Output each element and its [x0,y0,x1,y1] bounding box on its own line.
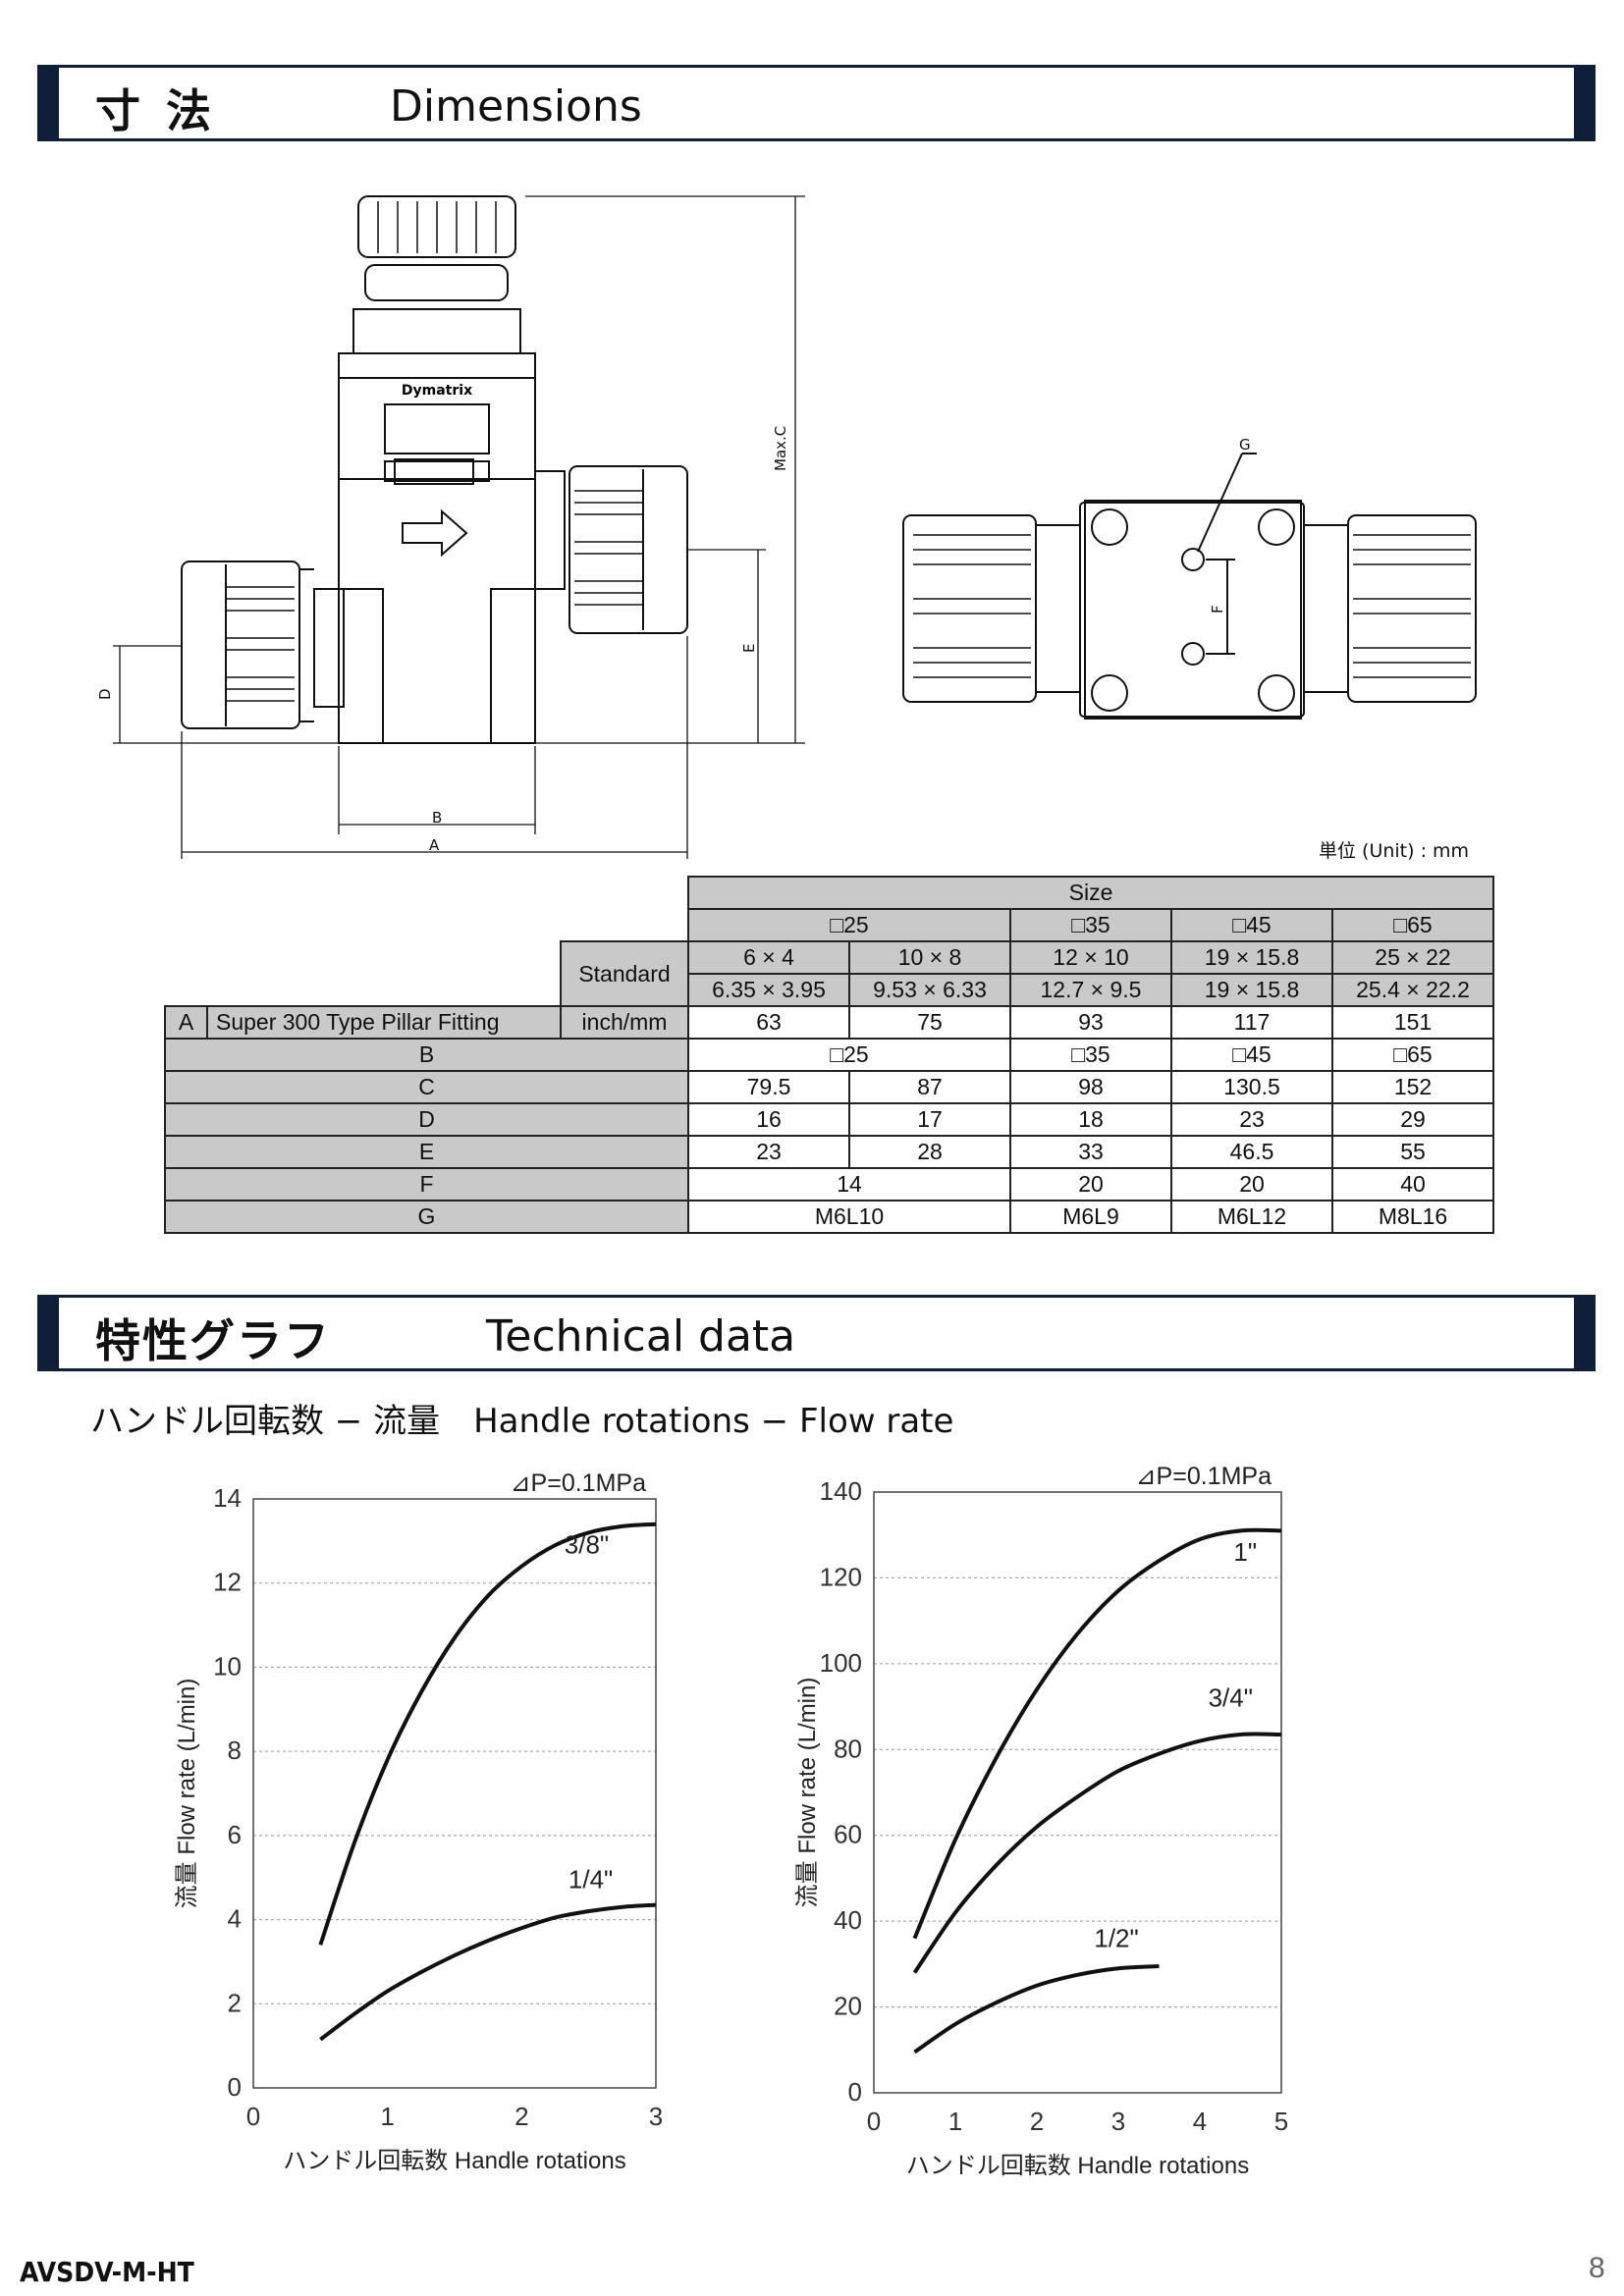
size-header: Size [687,876,1494,910]
section-header-technical: 特性グラフ Technical data [37,1295,1596,1371]
y-tick-label: 6 [228,1820,242,1849]
dim-label-b: B [432,809,442,827]
pressure-note: ⊿P=0.1MPa [511,1469,646,1497]
table-row: A Super 300 Type Pillar Fitting inch/mm … [164,1005,1494,1040]
y-tick-label: 10 [213,1651,242,1681]
body-cap [338,352,536,379]
series-line [912,1527,1282,1940]
x-tick-label: 4 [1193,2107,1207,2136]
table-row: Standard 6 × 4 10 × 8 12 × 10 19 × 15.8 … [165,940,1494,1007]
handle-knob [357,195,516,258]
y-axis-label: 流量 Flow rate (L/min) [174,1679,200,1909]
table-row: G M6L10 M6L9 M6L12 M8L16 [164,1200,1494,1234]
flow-arrow-icon [402,508,468,558]
y-tick-label: 80 [834,1734,862,1763]
table-row: F 14 20 20 40 [164,1167,1494,1201]
x-tick-label: 3 [1111,2107,1125,2136]
y-tick-label: 60 [834,1820,862,1849]
page-number: 8 [1589,2252,1605,2284]
table-row: D 16 17 18 23 29 [164,1102,1494,1137]
x-tick-label: 5 [1274,2107,1288,2136]
y-tick-label: 4 [228,1904,242,1934]
series-label: 1" [1233,1537,1257,1567]
dim-label-d: D [96,688,114,700]
x-tick-label: 1 [948,2107,962,2136]
pressure-note: ⊿P=0.1MPa [1136,1463,1272,1490]
model-code: AVSDV-M-HT [20,2256,194,2288]
y-tick-label: 2 [228,1988,242,2017]
lock-ring [364,264,509,301]
section-title-en: Dimensions [390,81,642,132]
table-row: B □25 □35 □45 □65 [164,1038,1494,1072]
x-tick-label: 0 [246,2102,260,2131]
x-axis-label: ハンドル回転数 Handle rotations [283,2148,625,2174]
table-row: □25 □35 □45 □65 [165,908,1494,942]
dim-label-c: Max.C [772,426,789,471]
bottom-view [902,453,1477,720]
plot-frame [873,1491,1282,2094]
flow-chart-2: 0 20 40 60 80 100 120 140 0 1 2 3 4 5 ハンドル回転数 Handle r… [794,1463,1288,2179]
y-tick-label: 20 [834,1992,862,2021]
y-tick-label: 12 [213,1568,242,1597]
series-line [319,1902,657,2042]
valve-body [338,377,536,744]
unit-note: 単位 (Unit) : mm [1319,840,1470,862]
series-label: 1/2" [1094,1923,1138,1952]
dimension-drawing: Dymatrix Max.C E D B A [96,195,1477,859]
dim-label-g: G [1239,436,1251,454]
x-tick-label: 3 [649,2102,663,2131]
table-row: Size [165,876,1494,910]
series-label: 1/4" [568,1864,613,1894]
x-tick-label: 0 [867,2107,881,2136]
y-tick-label: 14 [213,1483,242,1513]
dim-label-f: F [1209,605,1226,614]
y-tick-label: 120 [820,1562,862,1591]
x-tick-label: 1 [380,2102,394,2131]
y-axis-label: 流量 Flow rate (L/min) [794,1678,821,1908]
series-line [912,1732,1282,1974]
series-line [913,1964,1160,2055]
dim-label-e: E [740,644,758,653]
table-row: C 79.5 87 98 130.5 152 [164,1070,1494,1104]
label-plate [384,403,490,454]
section-title-jp: 特性グラフ [95,1314,331,1367]
standard-label: Standard [560,940,689,1007]
left-fitting [181,561,300,729]
series-label: 3/4" [1209,1683,1253,1713]
y-tick-label: 140 [820,1476,862,1506]
x-tick-label: 2 [1030,2107,1044,2136]
bonnet [352,308,521,354]
dimension-table: Size □25 □35 □45 □65 Standard 6 × 4 10 ×… [164,876,1494,1234]
y-tick-label: 0 [228,2072,242,2102]
y-tick-label: 0 [848,2077,862,2107]
brand-logo: Dymatrix [402,383,472,399]
section-title-jp: 寸法 [95,84,237,137]
series-line [318,1522,657,1946]
y-tick-label: 40 [834,1905,862,1935]
y-tick-label: 100 [820,1648,862,1678]
table-row: 6.35 × 3.95 9.53 × 6.33 12.7 × 9.5 19 × … [165,973,1494,1007]
series-label: 3/8" [565,1530,609,1560]
y-tick-label: 8 [228,1735,242,1765]
x-tick-label: 2 [514,2102,528,2131]
section-title-en: Technical data [486,1311,796,1362]
graph-subtitle: ハンドル回転数 − 流量 Handle rotations − Flow rat… [90,1402,954,1441]
plot-frame [252,1498,657,2089]
section-header-dimensions: 寸法 Dimensions [37,65,1596,141]
dim-label-a: A [429,836,440,854]
x-axis-label: ハンドル回転数 Handle rotations [906,2153,1249,2179]
table-row: E 23 28 33 46.5 55 [164,1135,1494,1169]
